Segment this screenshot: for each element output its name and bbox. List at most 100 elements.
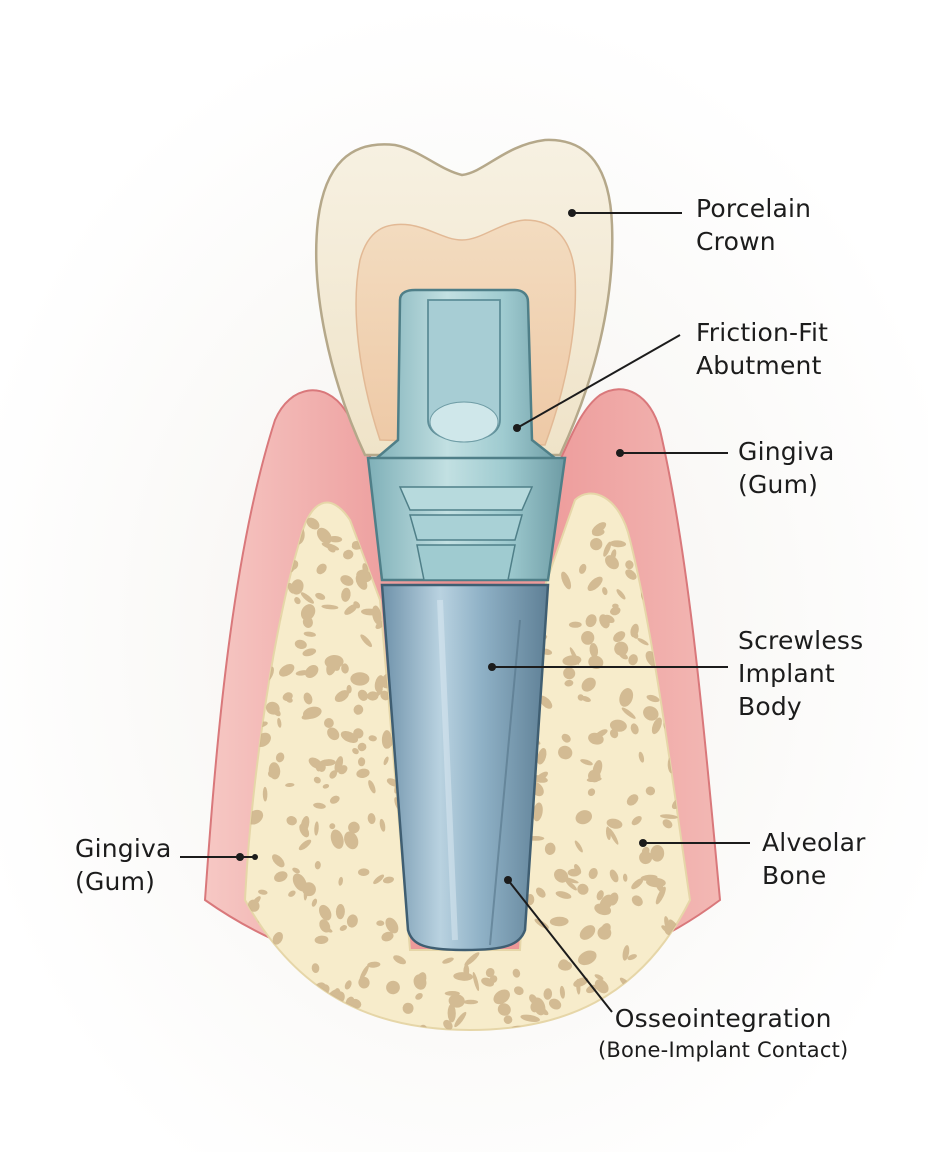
bone-pore <box>352 747 359 755</box>
label-gingiva-right: Gingiva (Gum) <box>738 437 835 499</box>
bone-pore <box>300 592 314 604</box>
bone-pore <box>374 675 385 693</box>
bone-pore <box>302 648 317 657</box>
bone-pore <box>316 563 327 575</box>
bone-pore <box>595 729 608 738</box>
bone-pore <box>292 873 307 892</box>
bone-pore <box>277 717 282 728</box>
bone-pore <box>602 587 608 596</box>
bone-pore <box>448 994 465 1008</box>
bone-pore <box>319 759 336 767</box>
leader-abutment <box>516 334 681 429</box>
bone-pore <box>493 989 510 1005</box>
bone-pore <box>355 574 368 590</box>
bone-pore <box>454 1011 467 1028</box>
bone-pore <box>605 555 619 570</box>
bone-pore <box>574 864 582 875</box>
bone-pore <box>379 818 386 832</box>
bone-pore <box>357 689 368 701</box>
bone-pore <box>270 705 281 717</box>
bone-pore <box>555 891 572 899</box>
bone-pore <box>643 706 659 721</box>
bone-pore <box>303 631 316 637</box>
bone-pore <box>549 916 569 927</box>
bone-pore <box>562 655 582 666</box>
alveolar-bone-shape <box>243 492 692 1032</box>
bone-pore <box>630 628 639 639</box>
bone-pore <box>383 756 389 766</box>
bone-pore <box>348 821 360 834</box>
bone-pore <box>344 980 352 990</box>
bone-pore <box>386 980 400 995</box>
bone-pore <box>489 975 498 983</box>
bone-pore <box>609 540 627 548</box>
bone-pore <box>610 606 621 616</box>
bone-pore <box>338 876 343 886</box>
bone-pore <box>626 794 639 806</box>
bone-pore <box>305 665 319 678</box>
bone-pore <box>268 769 280 779</box>
bone-pore <box>609 719 627 732</box>
label-friction-fit-abutment: Friction-Fit Abutment <box>696 318 829 380</box>
bone-pore <box>346 914 358 928</box>
bone-pore <box>662 819 673 829</box>
bone-pore <box>286 816 297 826</box>
bone-pore <box>576 978 581 995</box>
bone-pore <box>272 931 283 945</box>
bone-pore <box>356 768 370 778</box>
bone-pore <box>543 988 553 1000</box>
bone-pore <box>596 890 604 901</box>
bone-pore <box>302 616 313 628</box>
bone-pore <box>581 631 595 645</box>
bone-pore <box>537 748 547 765</box>
bone-pore <box>341 587 351 602</box>
bone-pore <box>599 614 610 629</box>
bone-pore <box>373 874 385 885</box>
bone-pore <box>350 672 370 686</box>
bone-pore <box>335 904 345 920</box>
bone-pore <box>351 540 361 549</box>
bone-pore <box>368 780 376 794</box>
bone-pore <box>308 757 323 769</box>
bone-pore <box>497 1003 511 1016</box>
implant-body-shape <box>380 583 550 952</box>
bone-pore <box>591 522 607 535</box>
label-gingiva-left: Gingiva (Gum) <box>75 834 172 896</box>
label-osseointegration: Osseointegration (Bone-Implant Contact) <box>598 1004 849 1062</box>
bone-pore <box>330 829 344 849</box>
bone-pore <box>444 991 460 996</box>
bone-pore <box>561 571 572 590</box>
bone-pore <box>603 541 612 557</box>
bone-pore <box>548 998 562 1010</box>
bone-pore <box>344 831 359 850</box>
bone-pore <box>319 904 332 921</box>
bone-pore <box>313 776 321 784</box>
bone-pore <box>565 880 577 891</box>
bone-pore <box>590 537 603 551</box>
label-porcelain-crown: Porcelain Crown <box>696 194 812 256</box>
bone-pore <box>539 695 553 709</box>
bone-pore <box>614 641 629 656</box>
abutment-channel-base <box>429 401 499 443</box>
bone-pore <box>622 873 628 882</box>
bone-pore <box>535 887 546 898</box>
bone-pore <box>625 560 634 570</box>
bone-pore <box>588 868 598 879</box>
bone-pore <box>341 663 349 674</box>
bone-pore <box>360 634 373 648</box>
bone-pore <box>463 999 479 1005</box>
bone-pore <box>342 549 354 560</box>
bone-pore <box>558 745 573 760</box>
bone-pore <box>641 846 650 856</box>
label-alveolar-bone: Alveolar Bone <box>762 828 866 890</box>
bone-pore <box>503 1015 513 1025</box>
bone-pore <box>327 727 340 741</box>
bone-pore <box>357 757 366 767</box>
bone-pore <box>631 815 642 826</box>
bone-pore <box>300 604 316 621</box>
bone-pore <box>563 667 576 680</box>
bone-pore <box>561 733 571 743</box>
bone-pore <box>315 592 326 600</box>
bone-pore <box>353 601 361 609</box>
